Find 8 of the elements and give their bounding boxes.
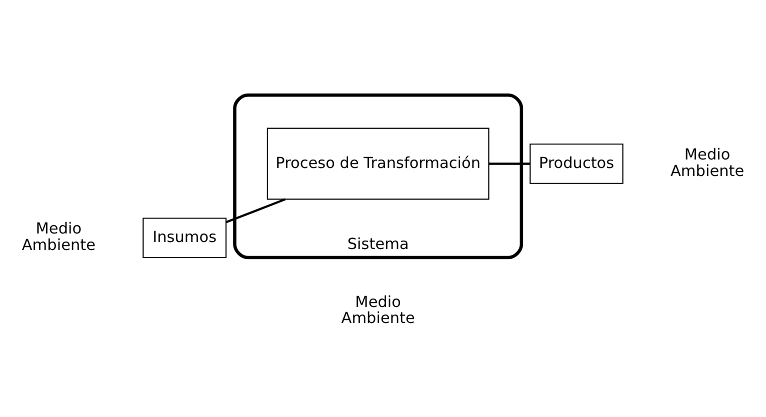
label: Medio Ambiente [341,292,415,327]
node-box: Insumos [142,217,227,258]
label: Medio Ambiente [22,219,96,254]
node-box: Proceso de Transformación [266,127,490,200]
label: Medio Ambiente [670,145,744,180]
node-box: Productos [530,143,624,184]
connector [226,198,286,223]
connector [488,162,530,164]
